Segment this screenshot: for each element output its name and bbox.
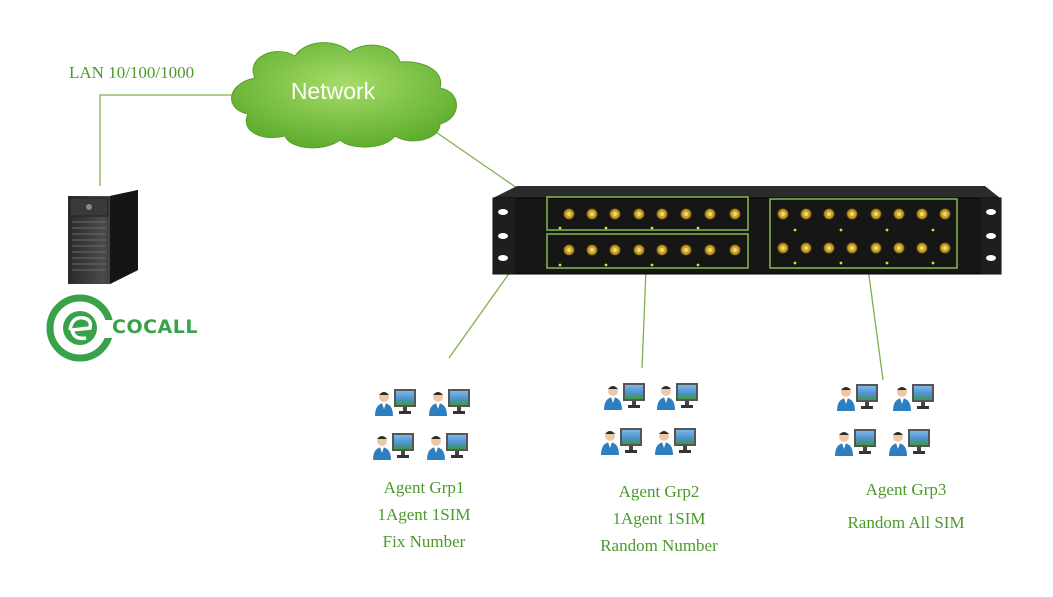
group-3-line2: Random All SIM <box>847 513 965 532</box>
group-1-line2: 1Agent 1SIM <box>377 505 471 524</box>
call-center-agent-icon <box>837 384 878 411</box>
network-label: Network <box>290 78 376 104</box>
call-center-agent-icon <box>601 428 642 455</box>
group-3-name: Agent Grp3 <box>865 480 947 499</box>
grp3-link-line <box>867 267 884 381</box>
agent-group-2-icons <box>601 383 698 455</box>
group-1-name: Agent Grp1 <box>383 478 465 497</box>
network-gateway-link <box>429 127 518 189</box>
call-center-agent-icon <box>655 428 696 455</box>
group-2-name: Agent Grp2 <box>618 482 700 501</box>
call-center-agent-icon <box>835 429 876 456</box>
cloud-icon <box>231 42 457 149</box>
call-center-agent-icon <box>427 433 468 460</box>
lan-label: LAN 10/100/1000 <box>69 63 195 82</box>
call-center-agent-icon <box>373 433 414 460</box>
call-center-agent-icon <box>604 383 645 410</box>
group-1-line3: Fix Number <box>382 532 466 551</box>
call-center-agent-icon <box>889 429 930 456</box>
grp1-link-line <box>448 264 516 359</box>
call-center-agent-icon <box>893 384 934 411</box>
tower-server-icon <box>68 190 138 284</box>
lan-link-line <box>99 94 235 186</box>
cocall-logo-icon <box>46 294 114 362</box>
call-center-agent-icon <box>429 389 470 416</box>
agent-group-1-icons <box>373 389 470 460</box>
gsm-gateway-icon <box>492 186 1002 275</box>
brand-name: COCALL <box>112 316 198 338</box>
group-2-line2: 1Agent 1SIM <box>612 509 706 528</box>
call-center-agent-icon <box>657 383 698 410</box>
group-2-line3: Random Number <box>600 536 718 555</box>
call-center-agent-icon <box>375 389 416 416</box>
agent-group-3-icons <box>835 384 934 456</box>
grp2-link-line <box>641 269 647 369</box>
